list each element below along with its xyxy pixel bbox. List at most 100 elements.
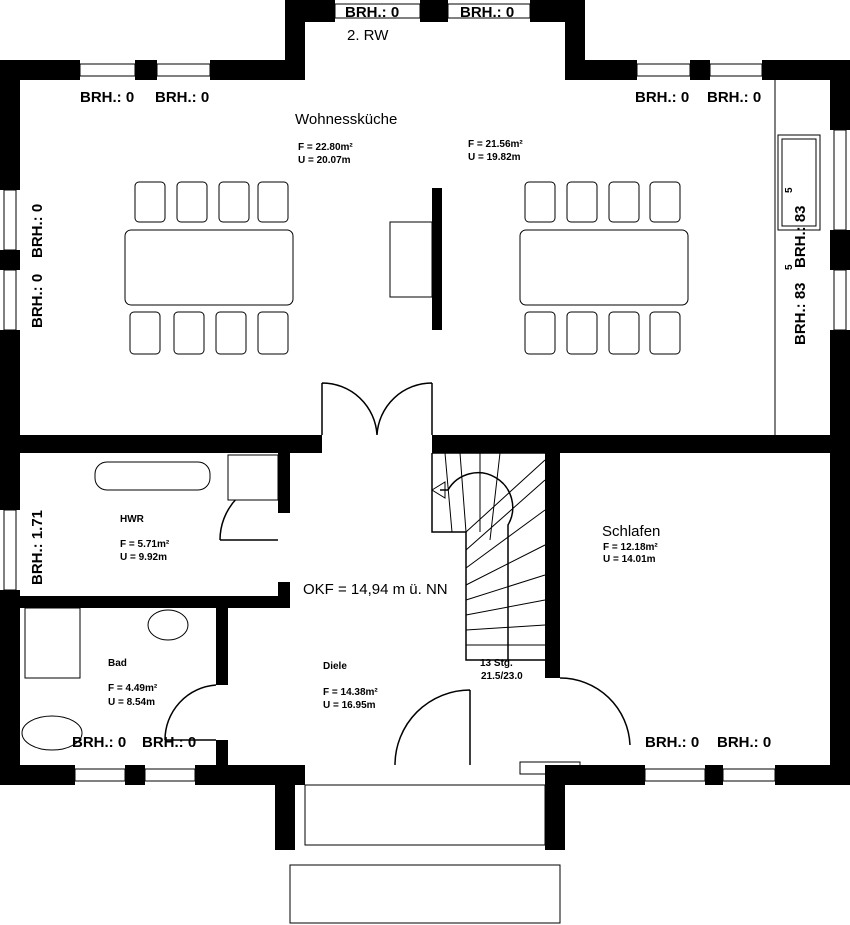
plan-shape	[722, 768, 776, 782]
plan-shape	[304, 784, 546, 846]
windows	[3, 3, 847, 924]
room-labels: Wohnessküche F = 22.80m² U = 20.07m F = …	[108, 111, 660, 711]
plan-shape	[833, 129, 847, 231]
plan-shape	[545, 453, 560, 678]
plan-shape	[216, 608, 228, 685]
plan-shape	[0, 765, 75, 785]
plan-shape	[709, 63, 763, 77]
superscript: 5	[784, 264, 795, 270]
plan-shape	[432, 435, 850, 453]
brh-label: BRH.: 0	[635, 89, 689, 106]
plan-shape	[565, 60, 637, 80]
plan-shape	[608, 311, 640, 355]
plan-shape	[227, 454, 279, 501]
room-perimeter: U = 20.07m	[298, 155, 351, 166]
plan-shape	[420, 0, 448, 22]
plan-shape	[289, 864, 561, 924]
plan-shape	[566, 181, 598, 223]
plan-shape	[394, 689, 471, 766]
plan-shape	[519, 229, 689, 306]
room-perimeter: U = 19.82m	[468, 152, 521, 163]
plan-shape	[176, 181, 208, 223]
stair-steps: 13 Stg.	[480, 658, 513, 669]
plan-shape	[0, 250, 20, 270]
plan-shape	[334, 3, 421, 19]
brh-label: BRH.: 0	[645, 734, 699, 751]
plan-shape	[3, 189, 17, 251]
brh-label: BRH.: 0	[717, 734, 771, 751]
room-area: F = 22.80m²	[298, 142, 353, 153]
superscript: 5	[784, 187, 795, 193]
stair-ratio: 21.5/23.0	[481, 671, 523, 682]
room-name: Diele	[323, 661, 347, 672]
plan-shape	[389, 221, 433, 298]
plan-shape	[431, 481, 446, 499]
plan-shape	[636, 63, 691, 77]
sill-height-labels: BRH.: 0 BRH.: 0 BRH.: 0 BRH.: 0 BRH.: 0 …	[29, 4, 809, 751]
rw-label: 2. RW	[347, 27, 389, 44]
plan-shape	[129, 311, 161, 355]
plan-shape	[649, 181, 681, 223]
brh-label: BRH.: 0	[460, 4, 514, 21]
brh-label: BRH.: 0	[155, 89, 209, 106]
room-perimeter: U = 8.54m	[108, 697, 155, 708]
plan-shape	[216, 740, 228, 765]
plan-shape	[644, 768, 706, 782]
plan-shape	[275, 785, 295, 850]
plan-shape	[74, 768, 126, 782]
room-name: Bad	[108, 658, 127, 669]
room-name: Wohnessküche	[295, 111, 397, 128]
brh-label: BRH.: 83	[792, 282, 809, 345]
plan-shape	[125, 765, 145, 785]
kitchen-counter	[389, 80, 821, 435]
interior-walls	[0, 188, 850, 765]
plan-shape	[285, 0, 335, 22]
plan-shape	[147, 609, 189, 641]
plan-shape	[94, 461, 211, 491]
plan-shape	[278, 453, 290, 513]
plan-shape	[124, 229, 294, 306]
plan-shape	[833, 269, 847, 331]
plan-shape	[195, 765, 305, 785]
plan-shape	[134, 181, 166, 223]
brh-label: BRH.: 0	[345, 4, 399, 21]
room-area: F = 4.49m²	[108, 683, 158, 694]
plan-shape	[164, 684, 217, 741]
plan-shape	[545, 765, 645, 785]
plan-shape	[0, 596, 290, 608]
room-perimeter: U = 16.95m	[323, 700, 376, 711]
plan-shape	[3, 269, 17, 331]
doors	[21, 382, 631, 766]
plan-shape	[173, 311, 205, 355]
plan-shape	[566, 311, 598, 355]
plan-shape	[830, 60, 850, 130]
plan-shape	[608, 181, 640, 223]
plan-shape	[0, 330, 20, 510]
dining-table-right	[519, 181, 689, 355]
plan-shape	[781, 138, 817, 227]
plan-shape	[444, 452, 546, 646]
plan-shape	[559, 677, 631, 746]
room-perimeter: U = 14.01m	[603, 554, 656, 565]
plan-shape	[257, 181, 289, 223]
plan-shape	[649, 311, 681, 355]
plan-shape	[775, 765, 850, 785]
plan-shape	[777, 134, 821, 231]
room-perimeter: U = 9.92m	[120, 552, 167, 563]
plan-shape	[3, 509, 17, 591]
plan-shape	[79, 63, 136, 77]
plan-shape	[524, 181, 556, 223]
plan-shape	[705, 765, 723, 785]
room-area: F = 12.18m²	[603, 542, 658, 553]
plan-shape	[0, 590, 20, 785]
staircase[interactable]	[431, 452, 546, 661]
brh-label: BRH.: 0	[29, 204, 46, 258]
floor-level-label: OKF = 14,94 m ü. NN	[303, 581, 448, 598]
plan-shape	[830, 330, 850, 785]
exterior-walls	[0, 0, 850, 850]
plan-shape	[432, 188, 442, 330]
plan-shape	[524, 311, 556, 355]
plan-shape	[0, 60, 20, 190]
brh-label: BRH.: 0	[707, 89, 761, 106]
brh-label: BRH.: 83	[792, 205, 809, 268]
